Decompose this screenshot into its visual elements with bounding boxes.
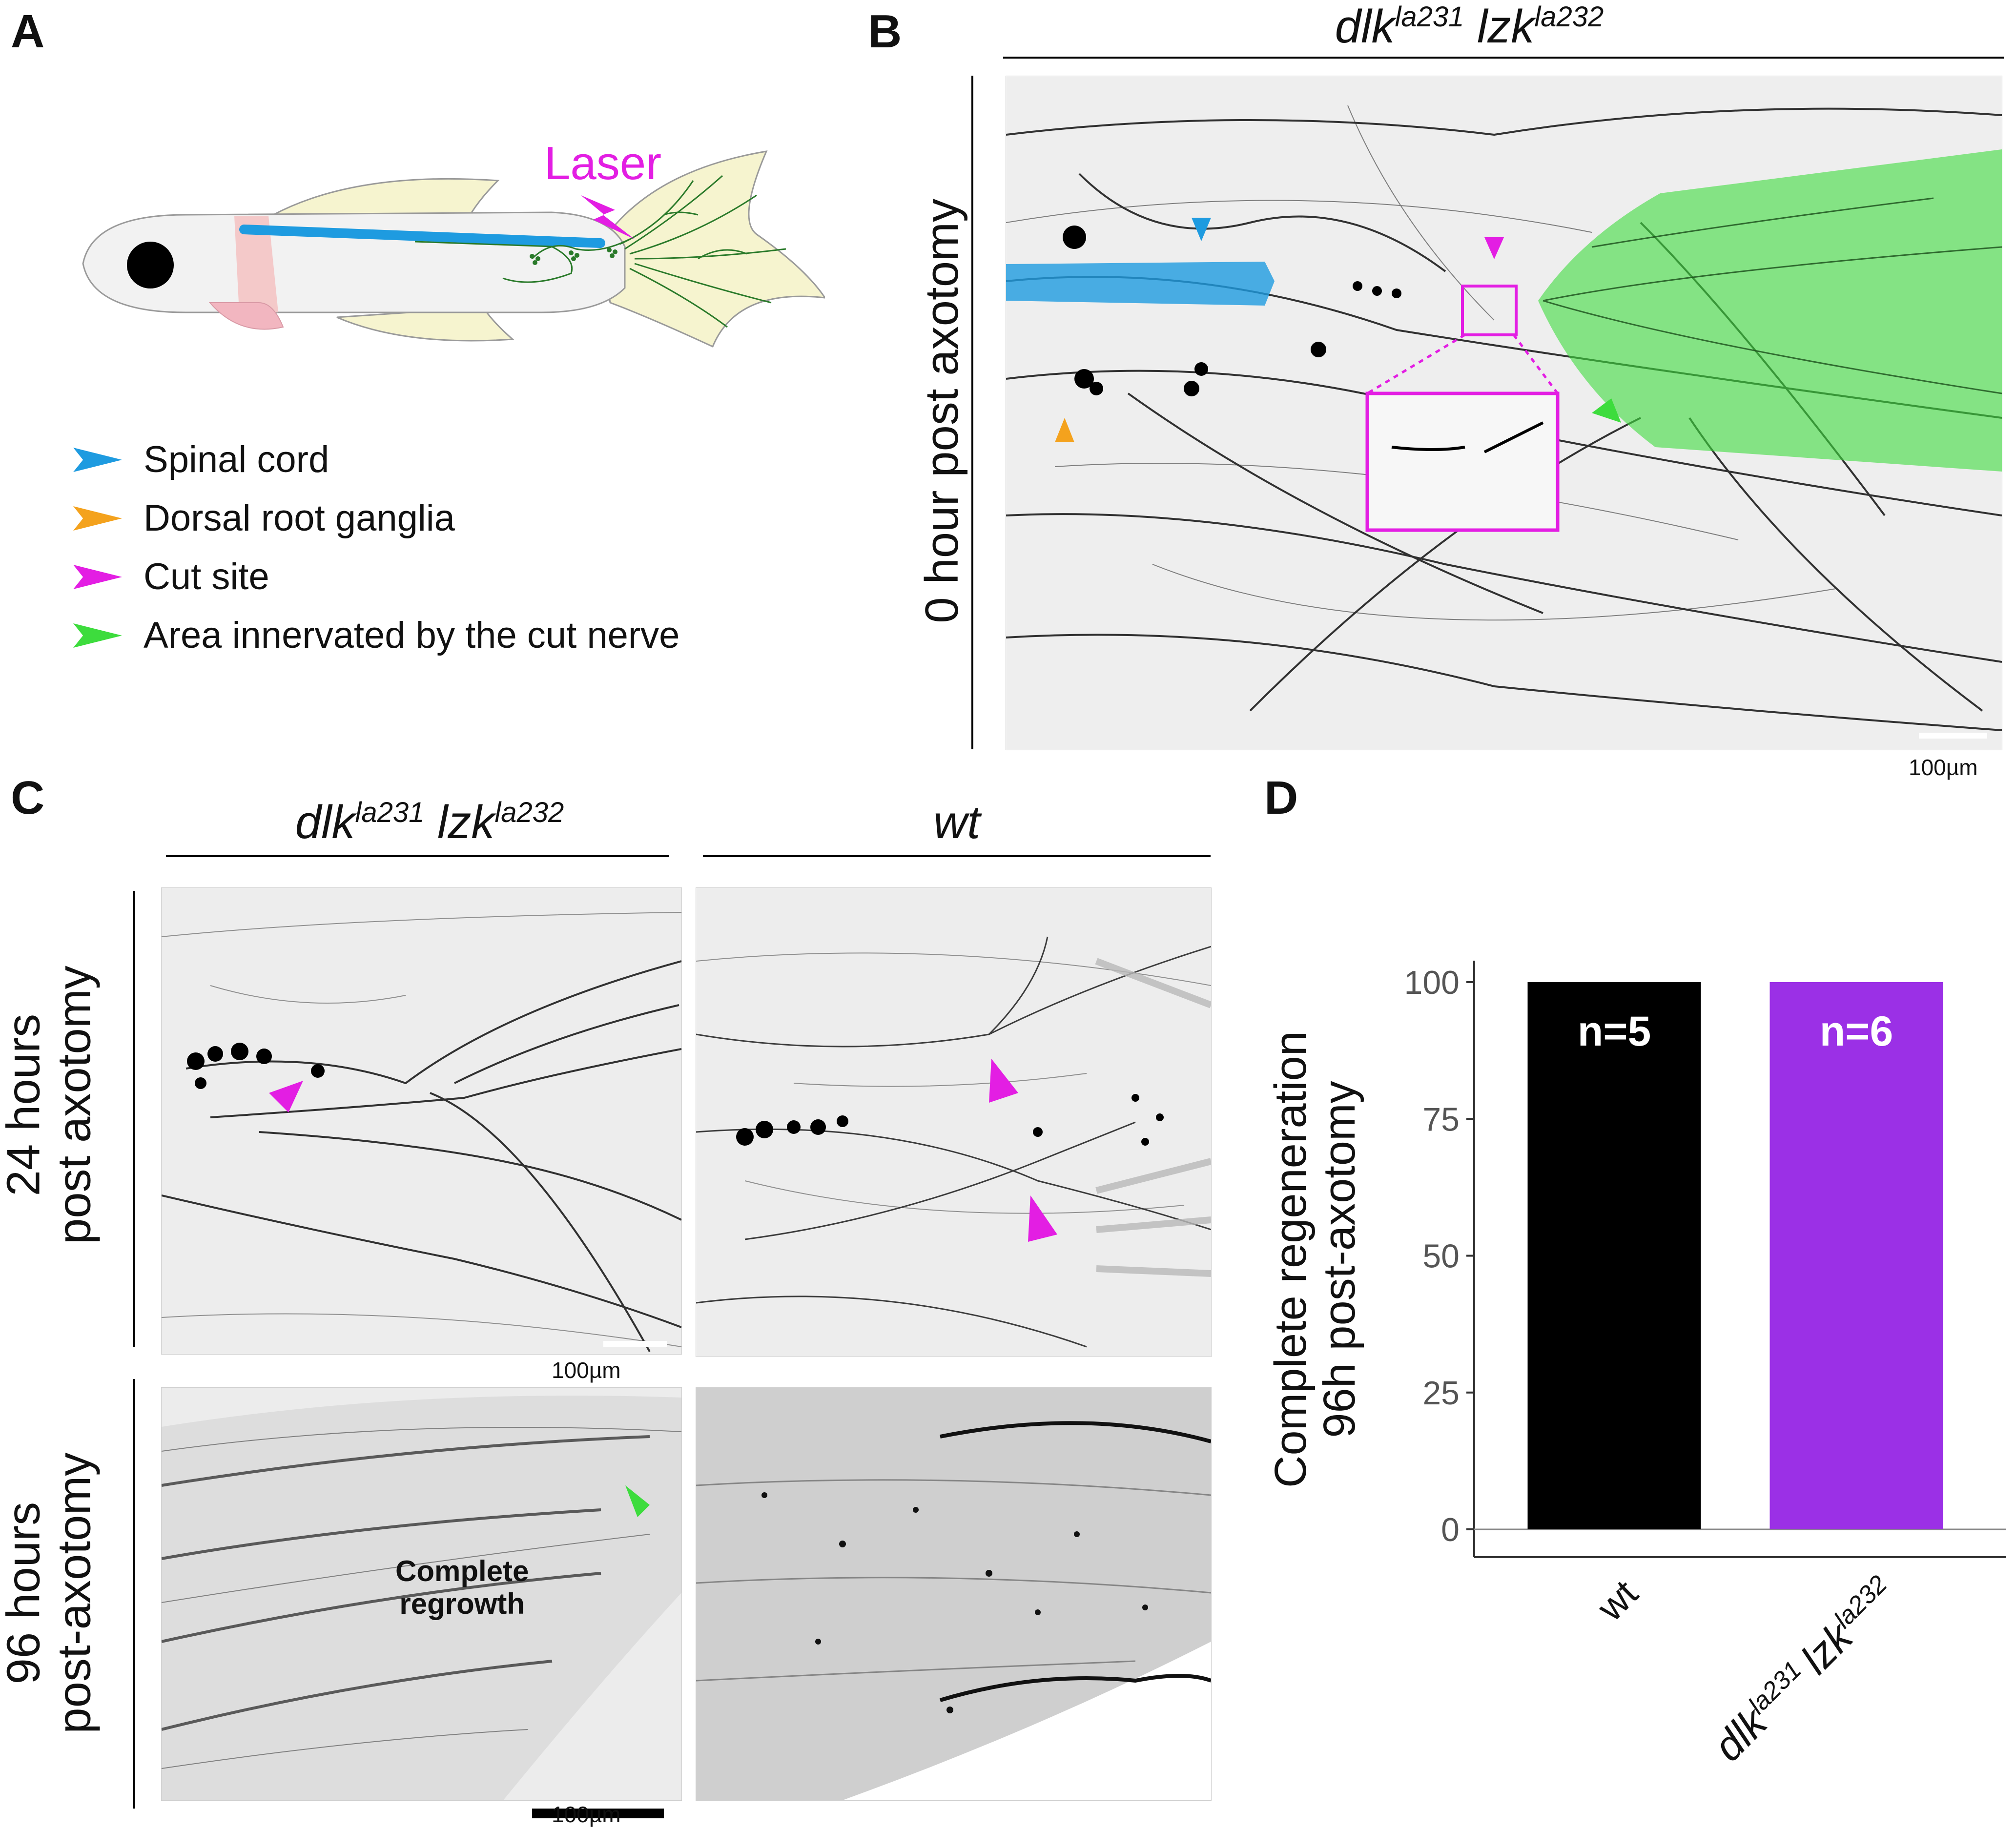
panel-b-genotype: dlkla231 lzkla232 — [1335, 0, 1604, 53]
panel-label-b: B — [868, 5, 902, 58]
laser-label: Laser — [544, 137, 662, 189]
micrograph-b-0hpa — [1006, 76, 2002, 750]
panel-c-scale-bar — [532, 1809, 664, 1818]
regrowth-annotation: Complete regrowth — [395, 1555, 529, 1621]
y-tick-label: 25 — [1422, 1375, 1460, 1412]
legend-item-innervated: Area innervated by the cut nerve — [68, 614, 679, 657]
panel-c-row1-label: 24 hours post axotomy — [0, 966, 100, 1245]
arrowhead-icon — [73, 564, 122, 589]
legend-item-spinal-cord: Spinal cord — [68, 438, 329, 481]
panel-c-wt-header: wt — [933, 796, 980, 848]
arrowhead-icon — [73, 623, 122, 648]
legend-item-cut-site: Cut site — [68, 555, 269, 598]
panel-c-bottom-scale-label: 100µm — [552, 1802, 621, 1827]
micrograph-c-mutant-96h — [161, 1387, 682, 1801]
y-axis-label-line1: Complete regeneration — [1266, 1031, 1316, 1488]
panel-c-top-scale-label: 100µm — [552, 1358, 621, 1383]
panel-b-row-rule — [971, 76, 973, 749]
arrowhead-icon — [73, 447, 122, 472]
bar-wt — [1527, 982, 1701, 1529]
x-tick-label-mutant: dlkla231lzkla232 — [1705, 1569, 1905, 1770]
bar-data-label: n=5 — [1578, 1008, 1651, 1055]
panel-b-row-label: 0 hour post axotomy — [916, 198, 968, 623]
x-tick-label-wt: wt — [1588, 1572, 1646, 1629]
legend-label: Cut site — [144, 556, 269, 597]
bar-mutant — [1769, 982, 1943, 1529]
fish-schematic — [63, 142, 827, 381]
legend-label: Spinal cord — [144, 439, 329, 480]
y-tick-label: 50 — [1422, 1238, 1460, 1275]
panel-c-mutant-rule — [166, 855, 669, 857]
panel-b-column-rule — [1003, 57, 2004, 59]
panel-c-mutant-header: dlkla231 lzkla232 — [295, 796, 564, 848]
panel-c-row2-label: 96 hours post-axotomy — [0, 1452, 100, 1734]
y-tick-label: 0 — [1441, 1511, 1460, 1548]
y-tick-label: 75 — [1422, 1101, 1460, 1138]
bar-chart-svg: 0 25 50 75 100 n=5 n=6 Complete regeneration 9… — [1266, 961, 2006, 1770]
bar-data-label: n=6 — [1820, 1008, 1893, 1055]
arrowhead-icon — [73, 506, 122, 531]
panel-label-c: C — [11, 772, 45, 824]
micrograph-c-mutant-24h — [161, 887, 682, 1355]
micrograph-c-wt-24h — [696, 887, 1212, 1357]
y-tick-label: 100 — [1404, 964, 1460, 1001]
panel-c-row1-rule — [133, 891, 135, 1347]
micrograph-c-wt-96h — [696, 1387, 1212, 1801]
panel-b-scale-label: 100µm — [1909, 755, 1978, 780]
y-axis-label-line2: 96h post-axotomy — [1315, 1081, 1364, 1438]
legend-item-drg: Dorsal root ganglia — [68, 497, 455, 539]
panel-label-d: D — [1264, 772, 1298, 824]
panel-c-wt-rule — [703, 855, 1211, 857]
panel-c-row2-rule — [133, 1379, 135, 1809]
panel-label-a: A — [11, 5, 45, 58]
legend-label: Dorsal root ganglia — [144, 497, 455, 539]
bar-chart-d: 0 25 50 75 100 n=5 n=6 Complete regeneration 9… — [1250, 879, 2016, 1829]
legend-label: Area innervated by the cut nerve — [144, 615, 680, 656]
